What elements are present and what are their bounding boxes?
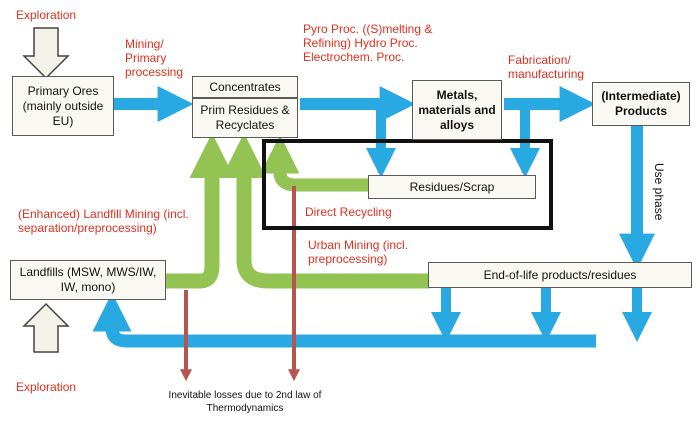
flow-direct-recycling [260, 134, 368, 192]
flow-urban-mining [221, 133, 430, 289]
concentrates-box: Concentrates [192, 76, 298, 98]
exploration-bottom-arrow [22, 302, 70, 353]
direct-recycling-highlight [262, 139, 553, 230]
use-phase-label: Use phase [652, 163, 666, 221]
urban-mining-label: Urban Mining (incl. preprocessing) [308, 238, 409, 266]
end-of-life-box: End-of-life products/residues [428, 262, 692, 288]
exploration-top-arrow [22, 27, 70, 80]
mining-label: Mining/ Primary processing [125, 37, 184, 79]
primary-ores-box: Primary Ores (mainly outside EU) [12, 76, 114, 136]
flow-landfill-mining [166, 133, 235, 289]
residues-scrap-box: Residues/Scrap [368, 175, 536, 199]
landfills-box: Landfills (MSW, MWS/IW, IW, mono) [10, 260, 166, 300]
flow-bottom-return [92, 292, 596, 348]
exploration-top-label: Exploration [16, 8, 77, 22]
exploration-bottom-label: Exploration [16, 380, 77, 394]
landfill-mining-label: (Enhanced) Landfill Mining (incl. separa… [18, 207, 189, 235]
pyro-label: Pyro Proc. ((S)melting & Refining) Hydro… [303, 22, 433, 64]
fabrication-label: Fabrication/ manufacturing [508, 53, 585, 81]
products-box: (Intermediate) Products [592, 82, 690, 126]
losses-label: Inevitable losses due to 2nd law of Ther… [168, 390, 322, 414]
prim-residues-box: Prim Residues & Recyclates [192, 98, 298, 138]
metals-box: Metals, materials and alloys [412, 80, 502, 140]
direct-recycling-label: Direct Recycling [305, 205, 392, 219]
